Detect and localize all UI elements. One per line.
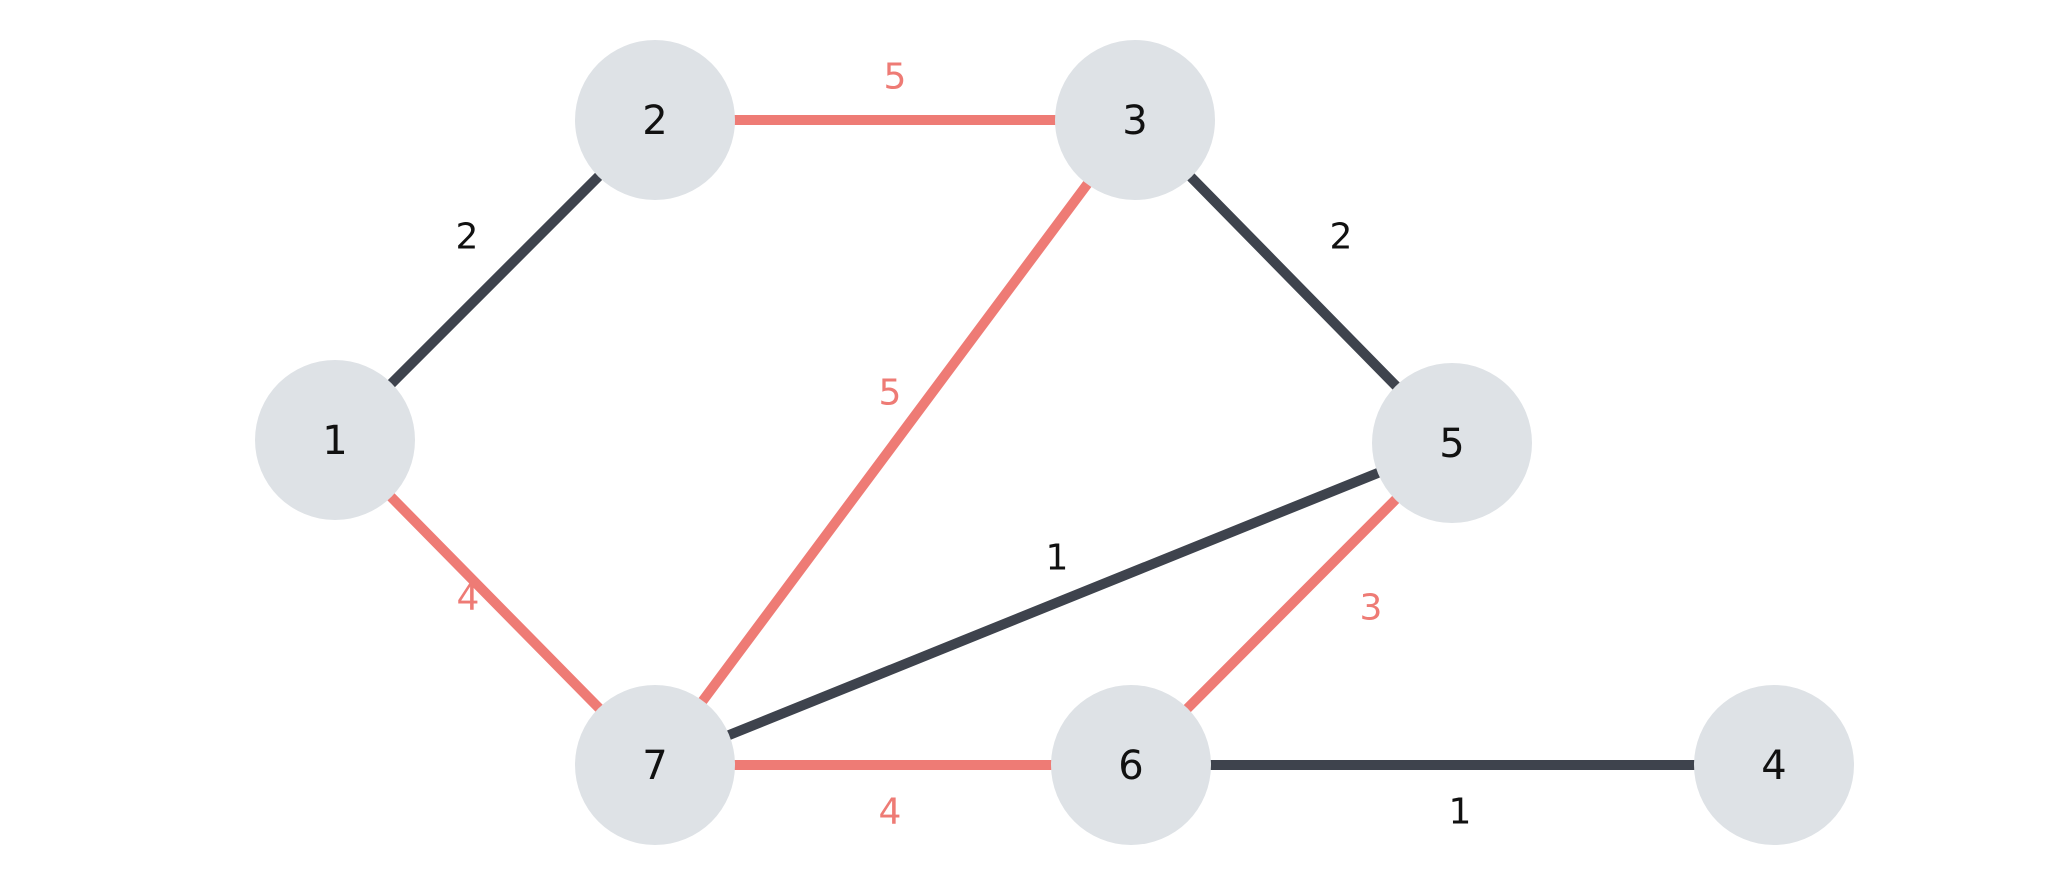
node-circle-6[interactable] bbox=[1051, 685, 1211, 845]
nodes-layer: 1 2 3 4 5 6 7 bbox=[255, 40, 1854, 845]
node-circle-3[interactable] bbox=[1055, 40, 1215, 200]
node-label-7: 7 bbox=[642, 743, 667, 789]
graph-edge-3-5[interactable] bbox=[1186, 172, 1401, 391]
graph-node-2[interactable]: 2 bbox=[575, 40, 735, 200]
edge-weight-label-2-3: 5 bbox=[884, 57, 907, 98]
node-label-3: 3 bbox=[1122, 98, 1147, 144]
graph-node-4[interactable]: 4 bbox=[1694, 685, 1854, 845]
edge-weight-label-6-7: 4 bbox=[879, 792, 902, 833]
edges-layer bbox=[386, 115, 1699, 770]
node-circle-5[interactable] bbox=[1372, 363, 1532, 523]
graph-node-6[interactable]: 6 bbox=[1051, 685, 1211, 845]
edge-weight-label-4-6: 1 bbox=[1449, 792, 1472, 833]
graph-edge-5-7[interactable] bbox=[724, 467, 1383, 741]
node-label-2: 2 bbox=[642, 98, 667, 144]
edge-weight-label-3-5: 2 bbox=[1330, 217, 1353, 258]
graph-node-5[interactable]: 5 bbox=[1372, 363, 1532, 523]
graph-node-3[interactable]: 3 bbox=[1055, 40, 1215, 200]
edge-labels-layer: 2 5 2 5 4 1 3 4 1 bbox=[456, 57, 1472, 833]
node-label-6: 6 bbox=[1118, 743, 1143, 789]
node-label-5: 5 bbox=[1439, 421, 1464, 467]
graph-node-7[interactable]: 7 bbox=[575, 685, 735, 845]
node-label-1: 1 bbox=[322, 418, 347, 464]
node-label-4: 4 bbox=[1761, 743, 1786, 789]
edge-weight-label-1-2: 2 bbox=[456, 217, 479, 258]
edge-weight-label-5-6: 3 bbox=[1360, 588, 1383, 629]
edge-weight-label-1-7: 4 bbox=[457, 578, 480, 619]
graph-edge-1-2[interactable] bbox=[386, 171, 604, 389]
node-circle-2[interactable] bbox=[575, 40, 735, 200]
node-circle-7[interactable] bbox=[575, 685, 735, 845]
node-circle-4[interactable] bbox=[1694, 685, 1854, 845]
edge-weight-label-3-7: 5 bbox=[879, 373, 902, 414]
graph-node-1[interactable]: 1 bbox=[255, 360, 415, 520]
node-circle-1[interactable] bbox=[255, 360, 415, 520]
graph-edge-5-6[interactable] bbox=[1182, 494, 1401, 714]
edge-weight-label-5-7: 1 bbox=[1046, 538, 1069, 579]
graph-edge-3-7[interactable] bbox=[697, 179, 1093, 706]
graph-edge-1-7[interactable] bbox=[386, 492, 604, 713]
